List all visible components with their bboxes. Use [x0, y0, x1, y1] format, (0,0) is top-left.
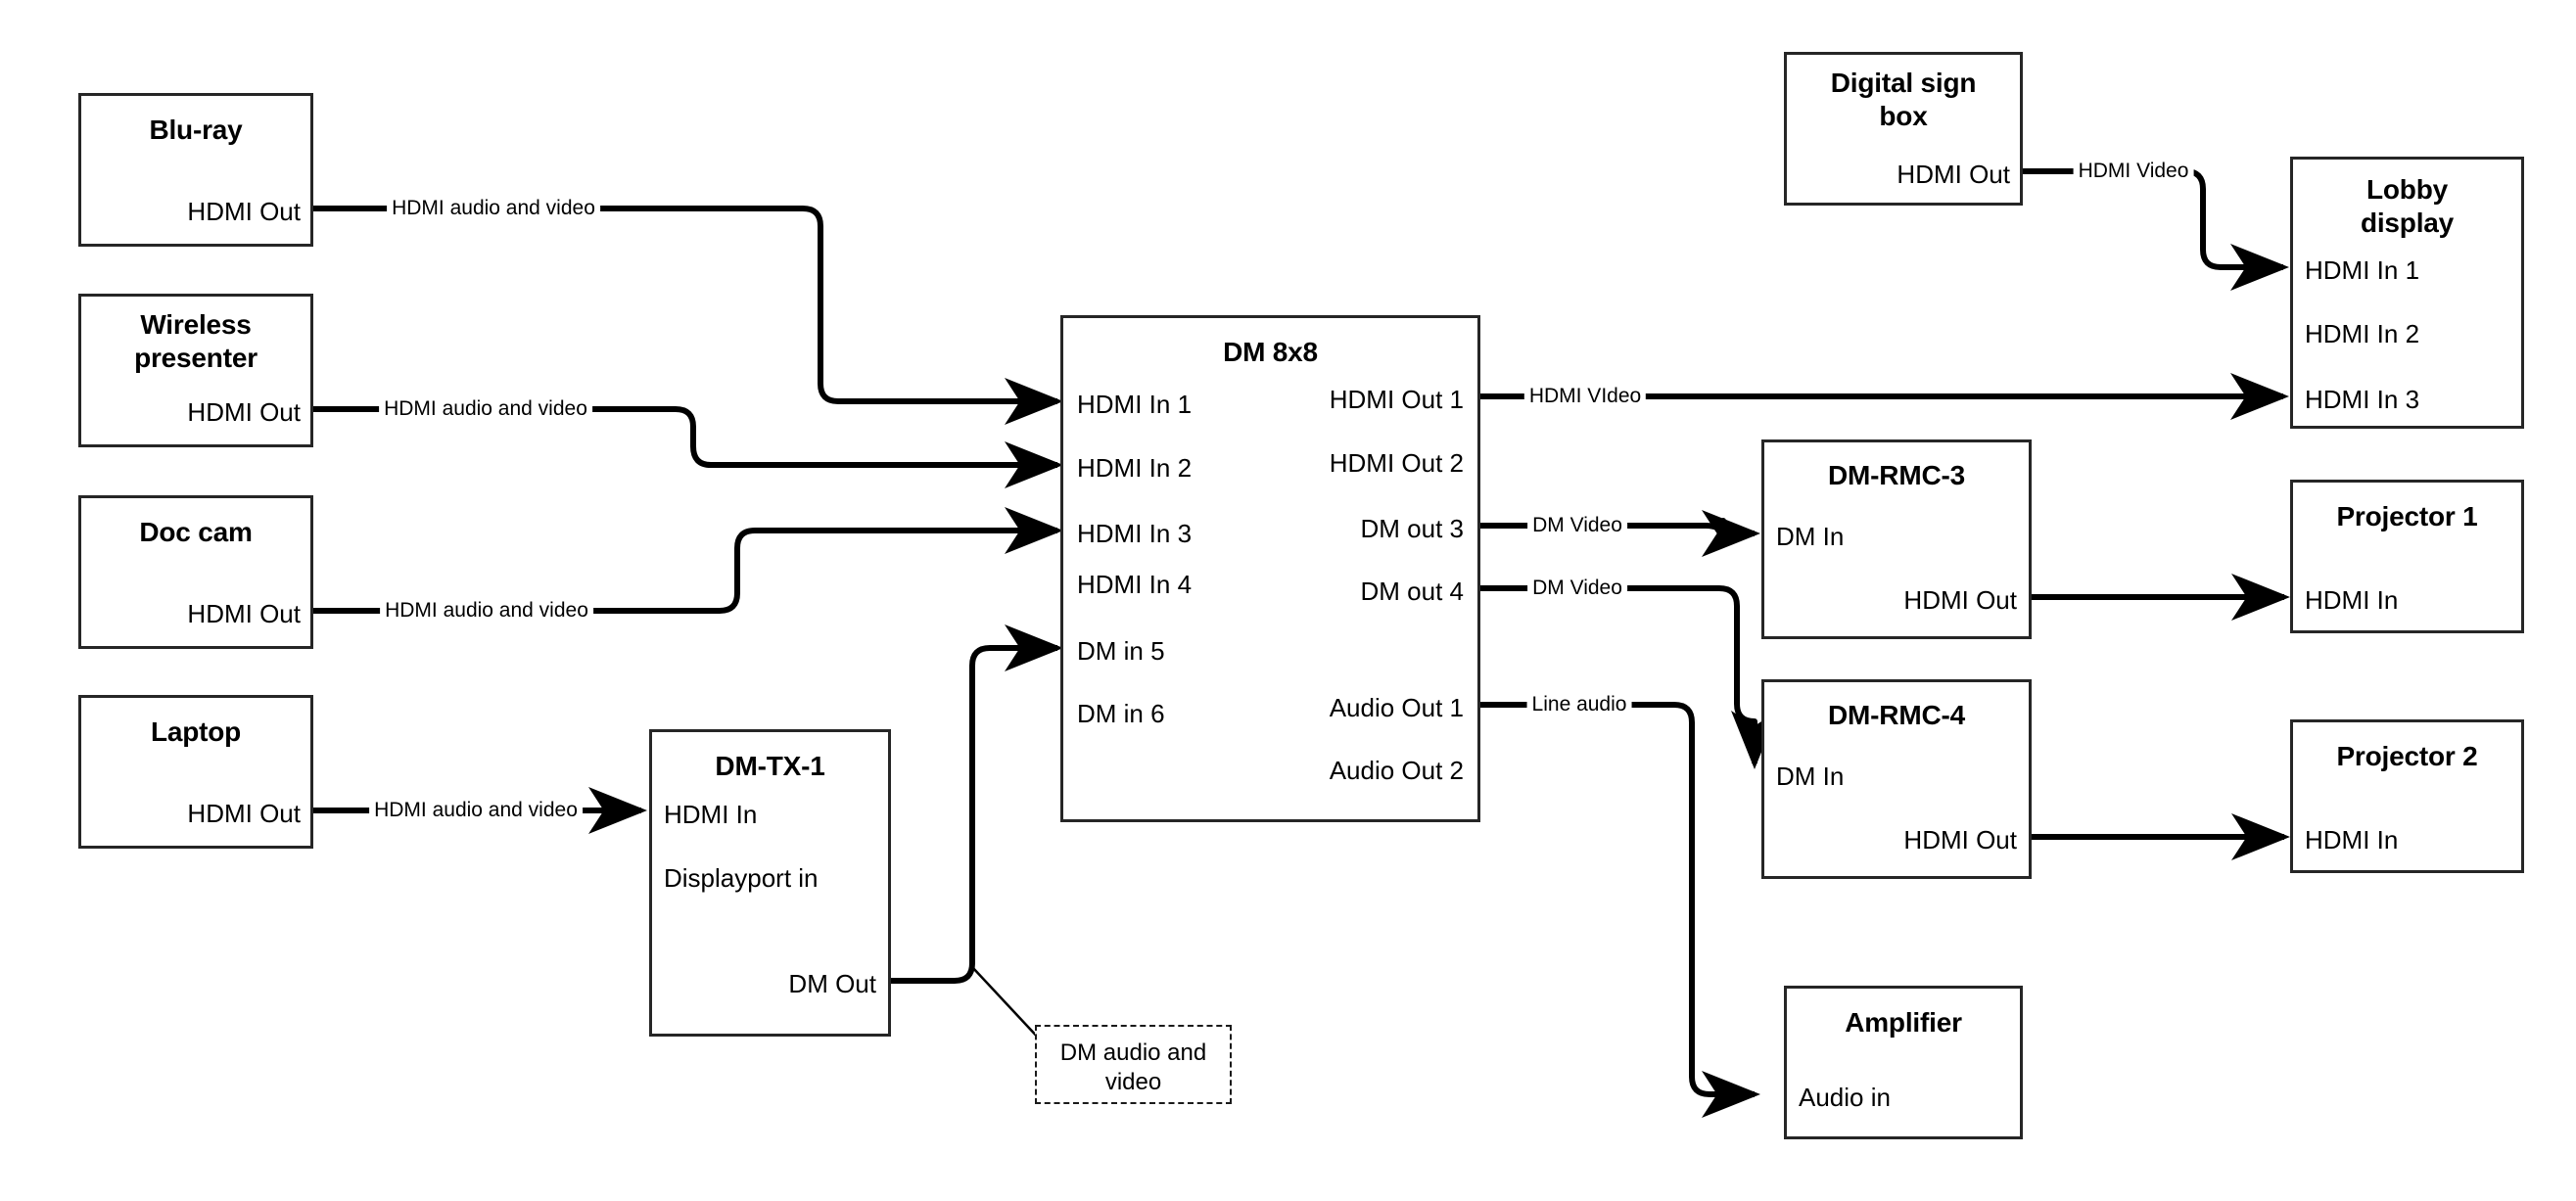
node-dm-8x8-input-dm-in-6: DM in 6 — [1077, 699, 1165, 728]
node-amplifier[interactable]: Amplifier Audio in — [1784, 986, 2023, 1139]
node-doc-cam-title: Doc cam — [139, 517, 253, 547]
node-digital-sign-box-title-line2: box — [1879, 101, 1928, 131]
wire-dmtx1-to-dm-in-5 — [891, 624, 1063, 984]
node-dm-8x8-input-hdmi-in-1: HDMI In 1 — [1077, 390, 1193, 419]
node-dm-8x8-title: DM 8x8 — [1223, 337, 1318, 367]
node-bluray-title: Blu-ray — [149, 115, 243, 145]
node-doc-cam-port-hdmi-out: HDMI Out — [187, 599, 301, 628]
node-dm-rmc-3-title: DM-RMC-3 — [1828, 460, 1965, 490]
node-dm-tx-1-port-hdmi-in: HDMI In — [664, 800, 758, 829]
node-dm-8x8-output-dm-out-3: DM out 3 — [1360, 514, 1465, 543]
node-dm-tx-1-port-dm-out: DM Out — [788, 969, 876, 998]
node-laptop-title: Laptop — [150, 716, 242, 747]
node-projector-2[interactable]: Projector 2 HDMI In — [2290, 719, 2524, 873]
wire-label-sign-to-lobby-in-1: HDMI Video — [2073, 160, 2194, 183]
node-dm-rmc-4[interactable]: DM-RMC-4 DM In HDMI Out — [1761, 679, 2032, 879]
node-dm-rmc-4-port-hdmi-out: HDMI Out — [1903, 825, 2017, 855]
note-leader-line — [971, 966, 1042, 1041]
node-dm-8x8-input-dm-in-5: DM in 5 — [1077, 636, 1165, 666]
node-wireless-presenter-title-line2: presenter — [134, 343, 258, 373]
node-dm-rmc-4-title: DM-RMC-4 — [1828, 700, 1965, 730]
wire-dm-out-4-to-rmc4 — [1480, 585, 1778, 769]
note-dm-audio-and-video-line1: DM audio and — [1059, 1039, 1207, 1066]
node-wireless-presenter[interactable]: Wireless presenter HDMI Out — [78, 294, 313, 447]
node-wireless-presenter-title-line1: Wireless — [140, 309, 252, 340]
wire-label-bluray-to-hdmi-in-1: HDMI audio and video — [387, 197, 600, 220]
node-dm-rmc-3[interactable]: DM-RMC-3 DM In HDMI Out — [1761, 439, 2032, 639]
node-amplifier-port-audio-in: Audio in — [1799, 1083, 1891, 1112]
node-wireless-presenter-port-hdmi-out: HDMI Out — [187, 397, 301, 427]
wire-label-audio-out-1-to-amplifier: Line audio — [1526, 693, 1632, 716]
node-projector-1-title: Projector 1 — [2336, 501, 2478, 531]
node-laptop-port-hdmi-out: HDMI Out — [187, 799, 301, 828]
node-projector-2-port-hdmi-in: HDMI In — [2305, 825, 2399, 855]
wire-sign-to-lobby-in-1 — [2023, 168, 2289, 291]
note-dm-audio-and-video-line2: video — [1104, 1069, 1162, 1095]
node-laptop[interactable]: Laptop HDMI Out — [78, 695, 313, 849]
node-dm-rmc-4-port-dm-in: DM In — [1776, 762, 1845, 791]
node-digital-sign-box-port-hdmi-out: HDMI Out — [1897, 160, 2010, 189]
node-lobby-display-title-line1: Lobby — [2366, 174, 2448, 205]
node-dm-tx-1-port-displayport-in: Displayport in — [664, 863, 819, 893]
node-dm-rmc-3-port-dm-in: DM In — [1776, 522, 1845, 551]
node-lobby-display-port-hdmi-in-2: HDMI In 2 — [2305, 319, 2420, 348]
node-amplifier-title: Amplifier — [1845, 1007, 1962, 1038]
note-dm-audio-and-video: DM audio and video — [1035, 1025, 1232, 1104]
node-bluray-port-hdmi-out: HDMI Out — [187, 197, 301, 226]
node-digital-sign-box[interactable]: Digital sign box HDMI Out — [1784, 52, 2023, 206]
wire-bluray-to-hdmi-in-1 — [313, 206, 1063, 425]
node-lobby-display-title-line2: display — [2360, 208, 2455, 238]
node-dm-8x8-input-hdmi-in-2: HDMI In 2 — [1077, 453, 1193, 483]
node-dm-8x8-output-audio-out-1: Audio Out 1 — [1329, 693, 1464, 722]
wire-audio-out-1-to-amplifier — [1480, 702, 1760, 1118]
node-lobby-display-port-hdmi-in-1: HDMI In 1 — [2305, 255, 2420, 285]
node-dm-8x8-input-hdmi-in-3: HDMI In 3 — [1077, 519, 1193, 548]
wire-label-dm-out-3-to-rmc3: DM Video — [1527, 514, 1627, 537]
node-lobby-display-port-hdmi-in-3: HDMI In 3 — [2305, 385, 2420, 414]
node-dm-8x8[interactable]: DM 8x8 HDMI In 1 HDMI In 2 HDMI In 3 HDM… — [1060, 315, 1480, 822]
node-doc-cam[interactable]: Doc cam HDMI Out — [78, 495, 313, 649]
wire-label-wireless-to-hdmi-in-2: HDMI audio and video — [379, 397, 592, 421]
node-dm-8x8-output-hdmi-out-1: HDMI Out 1 — [1329, 385, 1464, 414]
node-dm-tx-1-title: DM-TX-1 — [715, 751, 825, 781]
node-dm-8x8-output-hdmi-out-2: HDMI Out 2 — [1329, 448, 1464, 478]
wire-label-laptop-to-dmtx1: HDMI audio and video — [369, 799, 583, 822]
wire-label-hdmi-out-1-to-lobby-in-3: HDMI VIdeo — [1523, 385, 1647, 408]
node-projector-1[interactable]: Projector 1 HDMI In — [2290, 480, 2524, 633]
node-dm-8x8-input-hdmi-in-4: HDMI In 4 — [1077, 570, 1193, 599]
node-projector-1-port-hdmi-in: HDMI In — [2305, 585, 2399, 615]
node-lobby-display[interactable]: Lobby display HDMI In 1 HDMI In 2 HDMI I… — [2290, 157, 2524, 429]
node-bluray[interactable]: Blu-ray HDMI Out — [78, 93, 313, 247]
node-digital-sign-box-title-line1: Digital sign — [1830, 68, 1977, 98]
wire-label-dm-out-4-to-rmc4: DM Video — [1527, 577, 1627, 600]
node-dm-rmc-3-port-hdmi-out: HDMI Out — [1903, 585, 2017, 615]
wire-label-doccam-to-hdmi-in-3: HDMI audio and video — [380, 599, 593, 623]
node-dm-tx-1[interactable]: DM-TX-1 HDMI In Displayport in DM Out — [649, 729, 891, 1037]
node-dm-8x8-output-dm-out-4: DM out 4 — [1360, 577, 1465, 606]
node-dm-8x8-output-audio-out-2: Audio Out 2 — [1329, 756, 1464, 785]
node-projector-2-title: Projector 2 — [2336, 741, 2478, 771]
